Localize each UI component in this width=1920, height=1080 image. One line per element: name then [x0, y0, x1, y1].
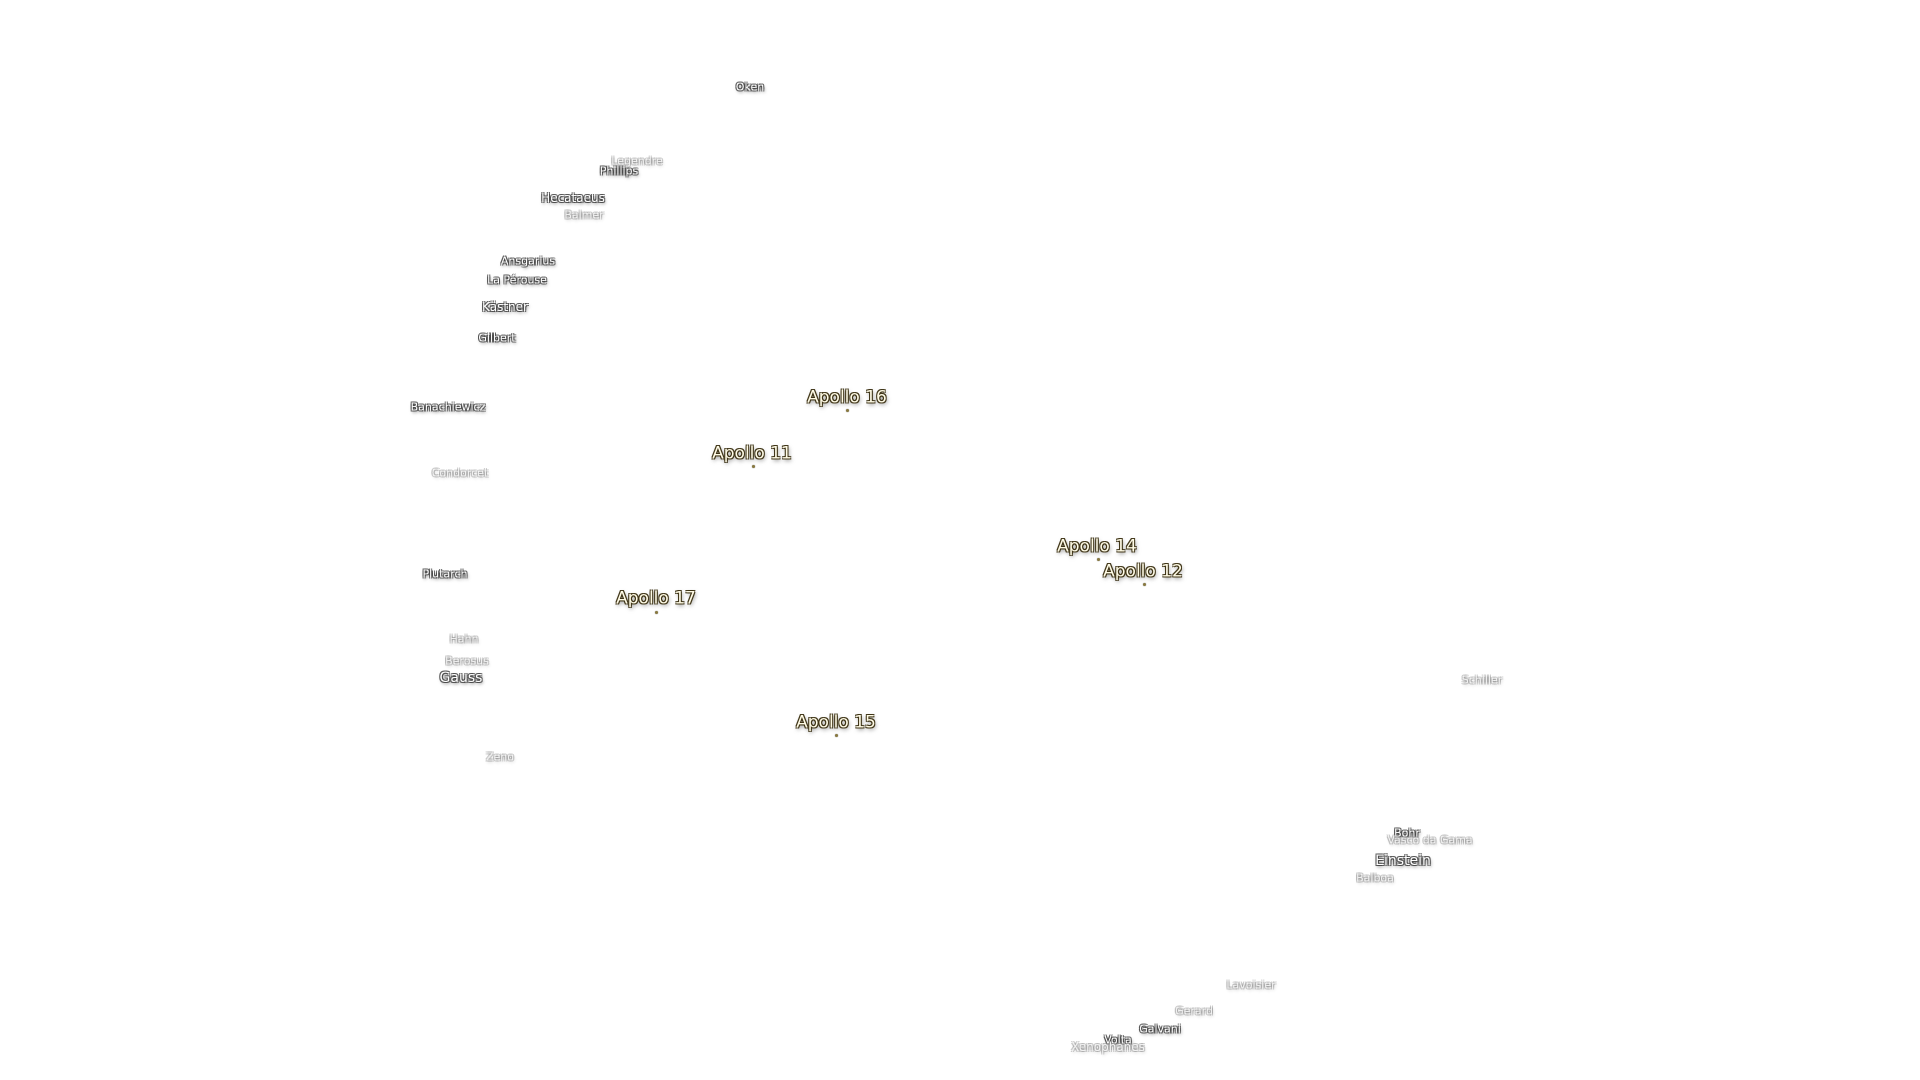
label-crater-hahn[interactable]: Hahn	[449, 632, 479, 646]
landing-site-marker-apollo-14[interactable]	[1097, 558, 1100, 561]
label-apollo-12[interactable]: Apollo 12	[1103, 561, 1183, 582]
label-crater-vasco-da-gama[interactable]: Vasco da Gama	[1387, 833, 1473, 847]
label-crater-schiller[interactable]: Schiller	[1461, 673, 1503, 687]
label-crater-condorcet[interactable]: Condorcet	[431, 466, 489, 480]
landing-site-marker-apollo-12[interactable]	[1143, 583, 1146, 586]
label-crater-banachiewicz[interactable]: Banachiewicz	[410, 400, 486, 414]
label-crater-einstein[interactable]: Einstein	[1375, 853, 1431, 869]
label-crater-ansgarius[interactable]: Ansgarius	[500, 254, 556, 268]
label-crater-gilbert[interactable]: Gilbert	[478, 331, 516, 345]
label-crater-zeno[interactable]: Zeno	[485, 750, 515, 764]
label-apollo-11[interactable]: Apollo 11	[712, 443, 792, 464]
landing-site-marker-apollo-16[interactable]	[846, 409, 849, 412]
landing-site-marker-apollo-11[interactable]	[752, 465, 755, 468]
label-crater-plutarch[interactable]: Plutarch	[422, 567, 468, 581]
label-apollo-17[interactable]: Apollo 17	[616, 588, 696, 609]
landing-site-marker-apollo-15[interactable]	[835, 734, 838, 737]
label-crater-gerard[interactable]: Gerard	[1175, 1004, 1213, 1018]
landing-site-marker-apollo-17[interactable]	[655, 611, 658, 614]
label-crater-la-perouse[interactable]: La Pérouse	[487, 273, 547, 287]
label-crater-berosus[interactable]: Berosus	[445, 654, 489, 668]
label-crater-galvani[interactable]: Galvani	[1139, 1022, 1181, 1036]
label-crater-hecataeus[interactable]: Hecataeus	[541, 191, 605, 205]
label-crater-kastner[interactable]: Kästner	[482, 300, 528, 314]
label-apollo-16[interactable]: Apollo 16	[807, 387, 887, 408]
label-crater-legendre[interactable]: Legendre	[611, 154, 663, 168]
label-crater-oken[interactable]: Oken	[735, 80, 765, 94]
label-crater-balboa[interactable]: Balboa	[1356, 871, 1394, 885]
label-crater-volta[interactable]: Volta	[1104, 1033, 1132, 1047]
label-crater-balmer[interactable]: Balmer	[564, 208, 604, 222]
label-apollo-14[interactable]: Apollo 14	[1057, 536, 1137, 557]
label-crater-bohr[interactable]: Bohr	[1394, 826, 1420, 840]
label-crater-gauss[interactable]: Gauss	[439, 670, 483, 686]
label-crater-xenophanes[interactable]: Xenophanes	[1071, 1040, 1145, 1054]
label-crater-lavoisier[interactable]: Lavoisier	[1226, 978, 1276, 992]
label-apollo-15[interactable]: Apollo 15	[796, 712, 876, 733]
label-crater-phillips[interactable]: Phillips	[599, 164, 639, 178]
